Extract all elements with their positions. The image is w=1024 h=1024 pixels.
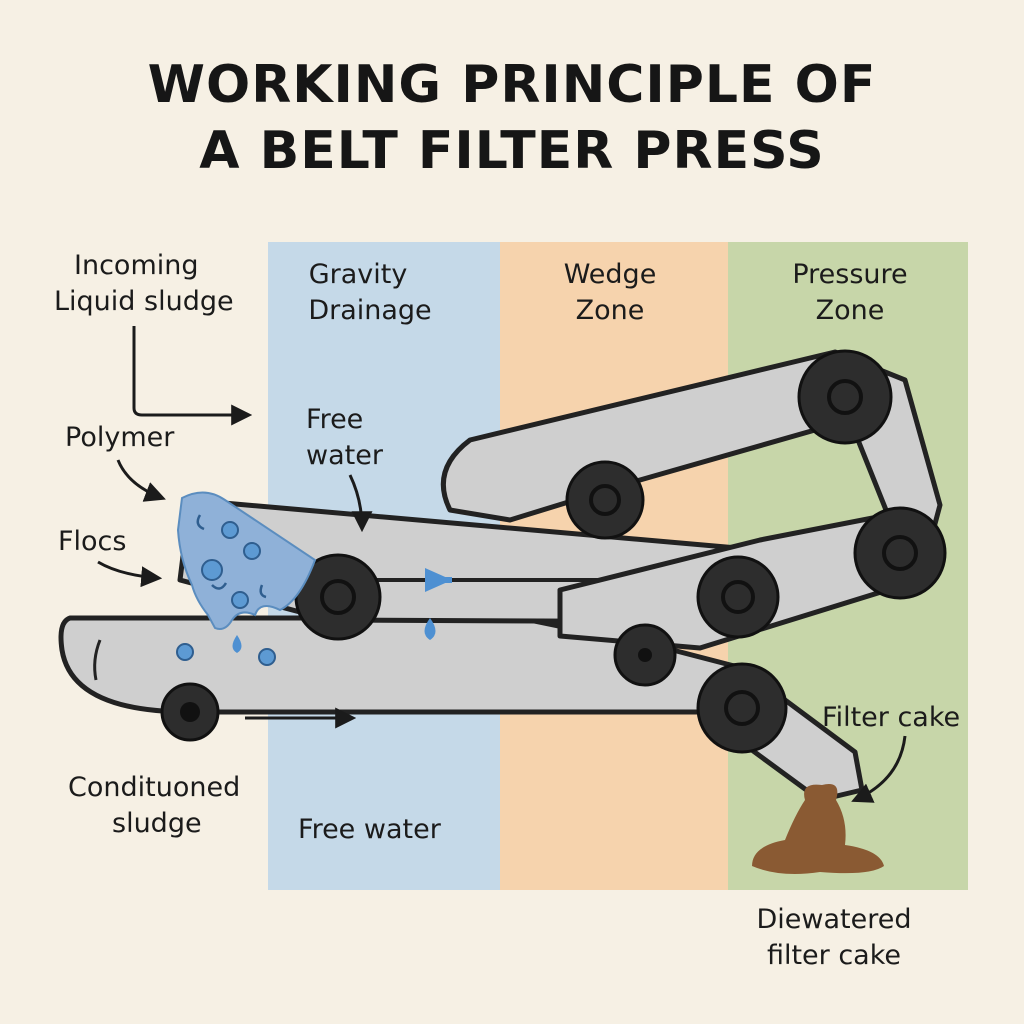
label-filter-cake: Filter cake bbox=[822, 702, 960, 733]
label-flocs: Flocs bbox=[58, 526, 126, 557]
label-incoming-1: Incoming bbox=[74, 250, 199, 281]
filter-cake-arrow bbox=[851, 735, 907, 803]
roller-icon bbox=[853, 506, 947, 600]
label-free-water-bottom: Free water bbox=[298, 814, 442, 845]
roller-group bbox=[160, 349, 947, 754]
zone-wedge-label-2: Zone bbox=[576, 295, 645, 326]
label-free-water-top-1: Free bbox=[306, 404, 363, 435]
label-dewatered-1: Diewatered bbox=[757, 904, 912, 935]
title-line-1: WORKING PRINCIPLE OF bbox=[147, 55, 877, 115]
filter-cake-pile bbox=[752, 784, 884, 874]
zone-gravity-label-1: Gravity bbox=[309, 259, 408, 290]
roller-icon bbox=[797, 349, 893, 445]
flow-arrow-icon bbox=[425, 568, 452, 592]
liquid-sludge-blob bbox=[176, 491, 317, 630]
page-title: WORKING PRINCIPLE OF A BELT FILTER PRESS bbox=[0, 52, 1024, 184]
incoming-arrow bbox=[132, 326, 253, 426]
water-drop-icon bbox=[424, 618, 436, 640]
label-polymer: Polymer bbox=[65, 422, 175, 453]
zone-gravity-label-2: Drainage bbox=[308, 295, 431, 326]
title-line-2: A BELT FILTER PRESS bbox=[199, 121, 825, 181]
zone-pressure-label-2: Zone bbox=[816, 295, 885, 326]
roller-icon bbox=[565, 460, 645, 540]
roller-icon bbox=[696, 662, 788, 754]
label-conditioned-2: sludge bbox=[112, 808, 202, 839]
label-incoming-2: Liquid sludge bbox=[54, 286, 234, 317]
roller-icon bbox=[613, 623, 677, 687]
zone-wedge-label-1: Wedge bbox=[564, 259, 657, 290]
flocs-arrow bbox=[97, 560, 163, 588]
water-drop-icon bbox=[232, 635, 242, 653]
label-free-water-top-2: water bbox=[306, 440, 384, 471]
zone-pressure-label-1: Pressure bbox=[792, 259, 907, 290]
polymer-arrow bbox=[116, 459, 166, 502]
free-water-arrow bbox=[348, 474, 373, 533]
label-dewatered-2: filter cake bbox=[767, 940, 901, 971]
roller-icon bbox=[160, 682, 220, 742]
label-conditioned-1: Condituoned bbox=[68, 772, 240, 803]
roller-icon bbox=[696, 555, 780, 639]
